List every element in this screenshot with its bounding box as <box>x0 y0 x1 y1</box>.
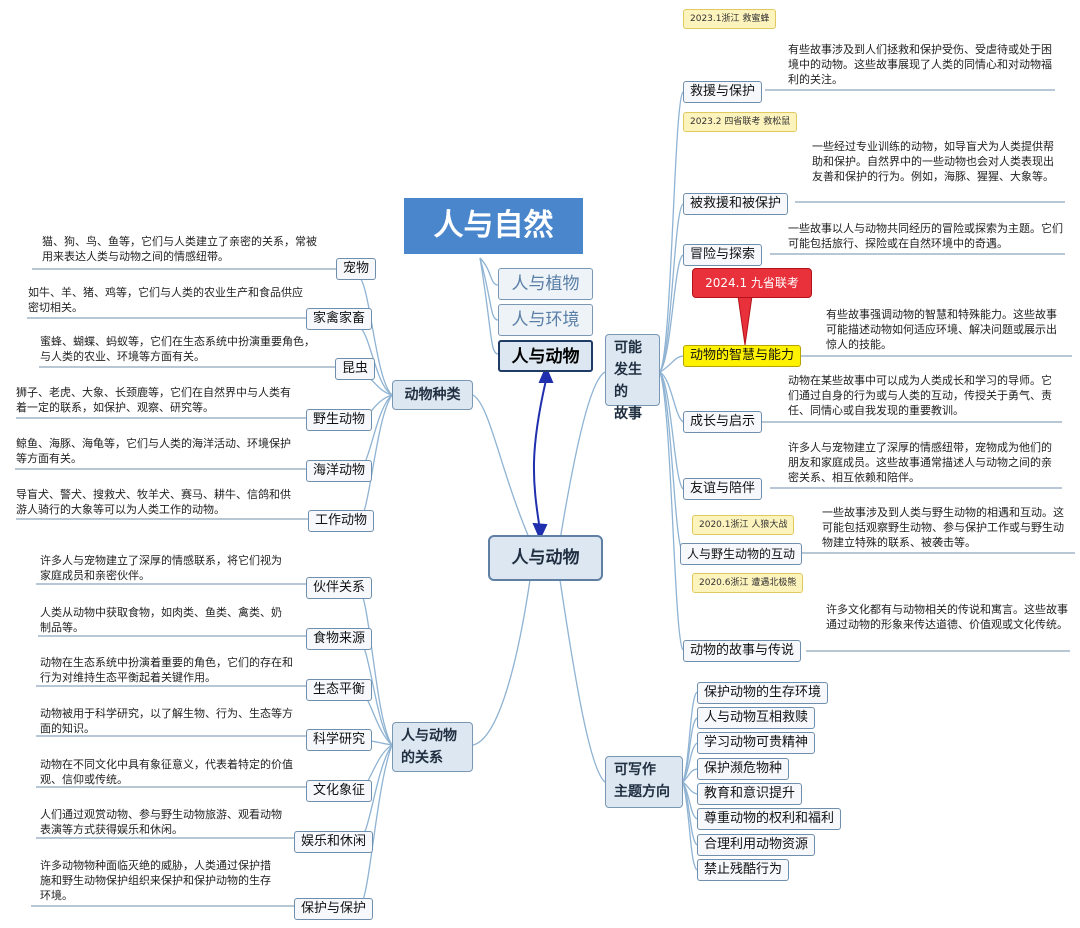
theme-item: 保护动物的生存环境 <box>697 682 829 704</box>
story-desc: 动物在某些故事中可以成为人类成长和学习的导师。它们通过自身的行为或与人类的互动，… <box>788 374 1052 417</box>
relation-desc: 动物在生态系统中扮演着重要的角色，它们的存在和行为对维持生态平衡起着关键作用。 <box>40 656 293 684</box>
center-node: 人与动物 <box>488 535 603 581</box>
species-node-wild: 野生动物 <box>306 409 373 431</box>
species-node-livestock: 家禽家畜 <box>306 308 373 330</box>
relation-node-ecology: 生态平衡 <box>306 679 373 701</box>
header-sub-plant: 人与植物 <box>498 268 593 300</box>
story-node-friendship: 友谊与陪伴 <box>683 478 763 500</box>
theme-item: 人与动物互相救赎 <box>697 707 816 729</box>
story-desc: 许多人与宠物建立了深厚的情感纽带，宠物成为他们的朋友和家庭成员。这些故事通常描述… <box>788 441 1052 484</box>
story-node-adventure: 冒险与探索 <box>683 244 763 266</box>
story-desc: 有些故事强调动物的智慧和特殊能力。这些故事可能描述动物如何适应环境、解决问题或展… <box>826 308 1057 351</box>
story-desc: 一些故事以人与动物共同经历的冒险或探索为主题。它们可能包括旅行、探险或在自然环境… <box>788 222 1063 250</box>
theme-item: 合理利用动物资源 <box>697 834 816 856</box>
story-node-rescued: 被救援和被保护 <box>683 193 789 215</box>
exam-tag: 2023.2 四省联考 救松鼠 <box>683 112 798 132</box>
relation-node-science: 科学研究 <box>306 729 373 751</box>
branch-relations: 人与动物 的关系 <box>392 722 473 772</box>
species-desc: 鲸鱼、海豚、海龟等，它们与人类的海洋活动、环境保护等方面有关。 <box>16 437 291 465</box>
exam-callout: 2024.1 九省联考 <box>692 268 812 298</box>
exam-tag: 2020.1浙江 人狼大战 <box>692 515 795 535</box>
branch-stories: 可能 发生的 故事 <box>605 334 660 422</box>
relation-node-partner: 伙伴关系 <box>306 577 373 599</box>
theme-item: 教育和意识提升 <box>697 783 803 805</box>
relation-desc: 许多动物物种面临灭绝的威胁，人类通过保护措施和野生动物保护组织来保护和保护动物的… <box>40 859 271 902</box>
theme-item: 保护濒危物种 <box>697 758 790 780</box>
theme-item: 学习动物可贵精神 <box>697 732 816 754</box>
species-node-working: 工作动物 <box>308 510 375 532</box>
story-node-rescue: 救援与保护 <box>683 81 763 103</box>
relation-node-culture: 文化象征 <box>306 780 373 802</box>
header-sub-env: 人与环境 <box>498 304 593 336</box>
story-desc: 一些故事涉及到人类与野生动物的相遇和互动。这可能包括观察野生动物、参与保护工作或… <box>822 506 1064 549</box>
relation-node-leisure: 娱乐和休闲 <box>294 831 374 853</box>
story-node-legends: 动物的故事与传说 <box>683 640 802 662</box>
relation-desc: 许多人与宠物建立了深厚的情感联系，将它们视为家庭成员和亲密伙伴。 <box>40 554 282 582</box>
relation-node-protect: 保护与保护 <box>294 898 374 920</box>
relation-node-food: 食物来源 <box>306 628 373 650</box>
species-node-marine: 海洋动物 <box>306 460 373 482</box>
story-node-wild-interaction: 人与野生动物的互动 <box>680 543 803 565</box>
story-node-wisdom: 动物的智慧与能力 <box>683 345 802 367</box>
exam-tag: 2020.6浙江 遭遇北极熊 <box>692 573 804 593</box>
species-node-insect: 昆虫 <box>335 358 376 380</box>
story-node-growth: 成长与启示 <box>683 411 763 433</box>
species-desc: 导盲犬、警犬、搜救犬、牧羊犬、赛马、耕牛、信鸽和供游人骑行的大象等可以为人类工作… <box>16 488 291 516</box>
relation-desc: 动物在不同文化中具有象征意义，代表着特定的价值观、信仰或传统。 <box>40 758 293 786</box>
relation-desc: 人类从动物中获取食物，如肉类、鱼类、禽类、奶制品等。 <box>40 606 282 634</box>
exam-tag: 2023.1浙江 救蜜蜂 <box>683 9 777 29</box>
species-desc: 如牛、羊、猪、鸡等，它们与人类的农业生产和食品供应密切相关。 <box>28 286 303 314</box>
branch-species: 动物种类 <box>392 380 473 410</box>
species-desc: 猫、狗、鸟、鱼等，它们与人类建立了亲密的关系，常被用来表达人类与动物之间的情感纽… <box>42 235 317 263</box>
species-desc: 狮子、老虎、大象、长颈鹿等，它们在自然界中与人类有着一定的联系，如保护、观察、研… <box>16 386 291 414</box>
header-sub-animal: 人与动物 <box>498 340 593 372</box>
relation-desc: 动物被用于科学研究，以了解生物、行为、生态等方面的知识。 <box>40 707 293 735</box>
branch-themes: 可写作 主题方向 <box>605 756 683 808</box>
species-desc: 蜜蜂、蝴蝶、蚂蚁等，它们在生态系统中扮演重要角色，与人类的农业、环境等方面有关。 <box>40 335 315 363</box>
relation-desc: 人们通过观赏动物、参与野生动物旅游、观看动物表演等方式获得娱乐和休闲。 <box>40 808 282 836</box>
species-node-pet: 宠物 <box>336 258 377 280</box>
story-desc: 一些经过专业训练的动物，如导盲犬为人类提供帮助和保护。自然界中的一些动物也会对人… <box>812 140 1054 183</box>
page-title: 人与自然 <box>404 198 583 254</box>
story-desc: 有些故事涉及到人们拯救和保护受伤、受虐待或处于困境中的动物。这些故事展现了人类的… <box>788 43 1052 86</box>
story-desc: 许多文化都有与动物相关的传说和寓言。这些故事通过动物的形象来传达道德、价值观或文… <box>826 603 1068 631</box>
theme-item: 尊重动物的权利和福利 <box>697 808 842 830</box>
theme-item: 禁止残酷行为 <box>697 859 790 881</box>
